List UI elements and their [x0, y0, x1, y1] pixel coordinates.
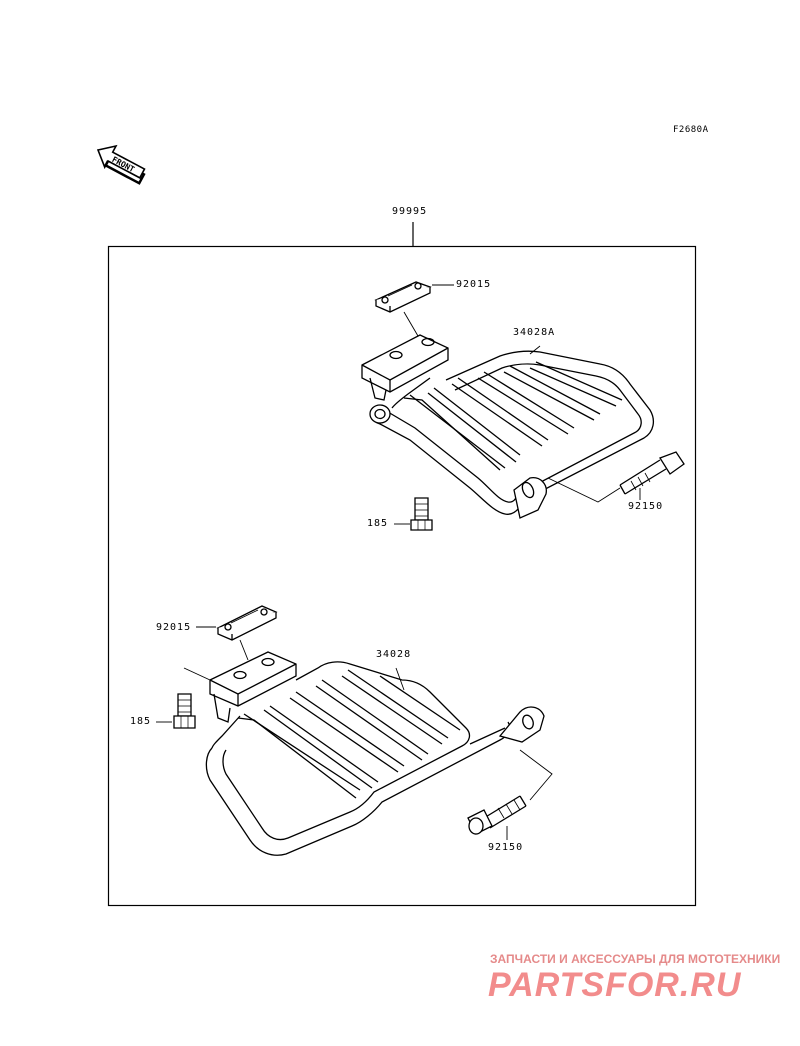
- upper-rack-frame: [369, 350, 655, 519]
- upper-long-bolt: [547, 451, 685, 503]
- lower-small-bolt-part-number: 185: [130, 716, 152, 727]
- front-arrow-icon: FRONT: [96, 144, 146, 185]
- watermark-brand: PARTSFOR.RU: [488, 966, 742, 1004]
- upper-bracket-plate: [374, 281, 432, 313]
- kit-frame: [107, 245, 697, 907]
- lower-long-bolt: [467, 749, 553, 835]
- lower-mount-bracket: [209, 651, 297, 723]
- upper-assembly: [361, 281, 685, 531]
- upper-bracket-part-number: 92015: [456, 279, 492, 290]
- upper-long-bolt-part-number: 92150: [628, 501, 664, 512]
- lower-rack-part-number: 34028: [376, 649, 412, 660]
- upper-small-bolt: [410, 497, 433, 531]
- lower-bracket-part-number: 92015: [156, 622, 192, 633]
- watermark-tagline: ЗАПЧАСТИ И АКСЕССУАРЫ ДЛЯ МОТОТЕХНИКИ: [490, 952, 781, 966]
- lower-small-bolt: [173, 693, 196, 729]
- diagram-code: F2680A: [673, 125, 709, 135]
- lower-long-bolt-part-number: 92150: [488, 842, 524, 853]
- upper-small-bolt-part-number: 185: [367, 518, 389, 529]
- lower-assembly: [156, 605, 553, 856]
- upper-rack-part-number: 34028A: [513, 327, 556, 338]
- kit-part-number: 99995: [392, 206, 427, 217]
- upper-mount-bracket: [361, 334, 449, 401]
- lower-rack-frame: [205, 661, 545, 856]
- lower-bracket-plate: [216, 605, 278, 641]
